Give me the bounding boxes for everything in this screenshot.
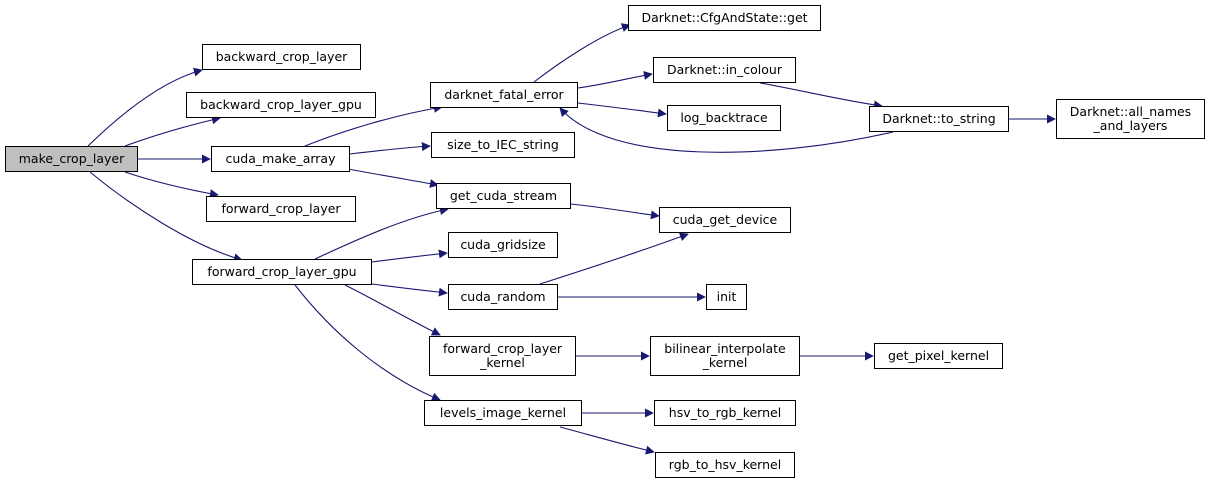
node-forward-crop-layer-kernel[interactable]: forward_crop_layer _kernel [429,336,576,376]
node-cfg-and-state-get[interactable]: Darknet::CfgAndState::get [628,5,821,31]
node-in-colour[interactable]: Darknet::in_colour [653,57,796,83]
edge-forward-crop-layer-gpu-to-forward-crop-layer-kernel [344,284,441,336]
edge-cuda-make-array-to-darknet-fatal-error [304,103,443,147]
node-backward-crop-layer[interactable]: backward_crop_layer [202,44,361,70]
node-darknet-fatal-error[interactable]: darknet_fatal_error [430,82,578,108]
node-make-crop-layer: make_crop_layer [5,146,138,172]
node-get-pixel-kernel[interactable]: get_pixel_kernel [874,343,1003,369]
edge-make-crop-layer-to-backward-crop-layer [87,67,203,147]
node-init[interactable]: init [706,284,747,310]
edge-get-cuda-stream-to-cuda-get-device [570,203,660,220]
edge-forward-crop-layer-gpu-to-get-cuda-stream [314,206,449,260]
node-forward-crop-layer-gpu[interactable]: forward_crop_layer_gpu [192,259,372,285]
edge-forward-crop-layer-gpu-to-cuda-random [371,283,448,297]
node-to-string[interactable]: Darknet::to_string [869,106,1009,132]
edge-to-string-to-darknet-fatal-error [559,107,894,153]
node-get-cuda-stream[interactable]: get_cuda_stream [436,183,571,209]
edge-make-crop-layer-to-backward-crop-layer-gpu [124,115,221,147]
edge-darknet-fatal-error-to-cfg-get [533,23,631,83]
edge-forward-crop-layer-gpu-to-cuda-gridsize [371,249,448,263]
node-forward-crop-layer[interactable]: forward_crop_layer [206,196,356,222]
node-all-names-and-layers[interactable]: Darknet::all_names _and_layers [1056,99,1205,139]
edge-darknet-fatal-error-to-in-colour [577,71,653,89]
edge-forward-crop-layer-gpu-to-levels-image-kernel [294,284,441,402]
node-size-to-iec-string[interactable]: size_to_IEC_string [431,132,575,158]
node-log-backtrace[interactable]: log_backtrace [667,105,781,131]
edge-cuda-random-to-cuda-get-device [539,232,689,285]
edge-make-crop-layer-to-forward-crop-layer-gpu [89,171,243,263]
node-backward-crop-layer-gpu[interactable]: backward_crop_layer_gpu [186,92,376,118]
edge-make-crop-layer-to-forward-crop-layer [124,171,219,199]
node-rgb-to-hsv-kernel[interactable]: rgb_to_hsv_kernel [655,452,795,478]
node-cuda-make-array[interactable]: cuda_make_array [211,146,350,172]
edge-levels-image-kernel-to-rgb-to-hsv-kernel [559,426,655,455]
edge-darknet-fatal-error-to-log-backtrace [577,102,667,118]
node-cuda-get-device[interactable]: cuda_get_device [659,207,791,233]
node-hsv-to-rgb-kernel[interactable]: hsv_to_rgb_kernel [654,400,796,426]
node-cuda-gridsize[interactable]: cuda_gridsize [448,232,558,258]
edge-cuda-make-array-to-get-cuda-stream [347,168,439,189]
node-bilinear-interpolate-kernel[interactable]: bilinear_interpolate _kernel [650,336,800,376]
edge-in-colour-to-to-string [759,82,883,110]
node-levels-image-kernel[interactable]: levels_image_kernel [424,400,582,426]
edge-cuda-make-array-to-size-to-iec-string [349,142,431,155]
node-cuda-random[interactable]: cuda_random [448,284,558,310]
